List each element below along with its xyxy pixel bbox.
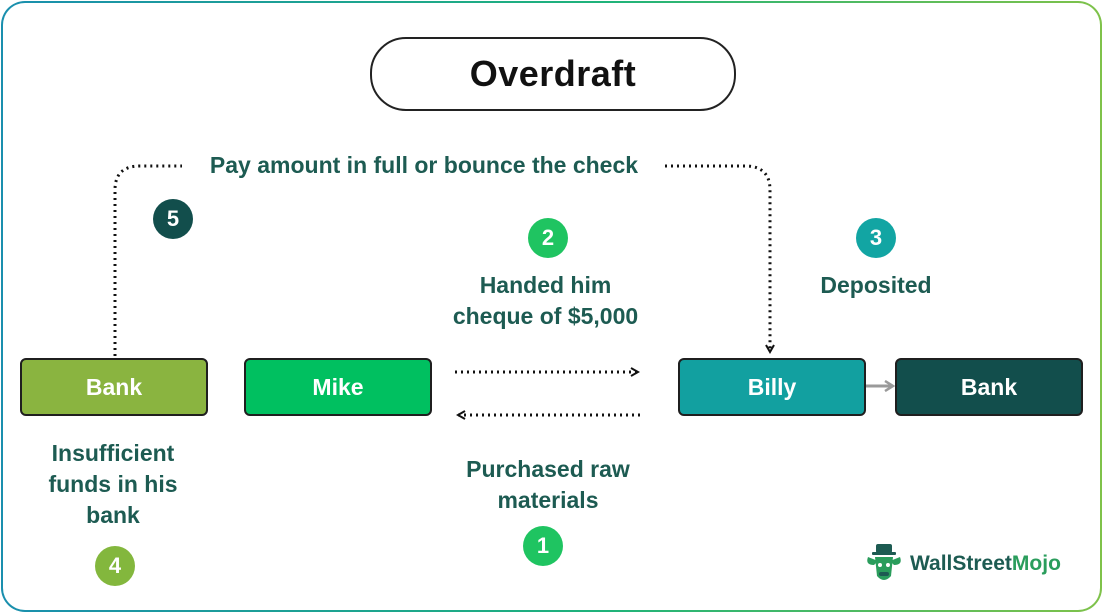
- deposited-label: Deposited: [820, 272, 932, 298]
- insufficient-label-line3: bank: [86, 502, 140, 528]
- bank-right-node: Bank: [895, 358, 1083, 416]
- step-5-badge: 5: [153, 199, 193, 239]
- logo-part2: Mojo: [1011, 552, 1061, 575]
- logo-wordmark: WallStreetMojo: [910, 552, 1061, 576]
- pay-loop-connector: [113, 164, 182, 356]
- purchased-label-line1: Purchased raw: [466, 456, 630, 482]
- billy-node: Billy: [678, 358, 866, 416]
- pay-full-label: Pay amount in full or bounce the check: [209, 152, 639, 178]
- handed-label-line2: cheque of $5,000: [452, 303, 639, 329]
- step-1-badge: 1: [523, 526, 563, 566]
- page-title: Overdraft: [370, 37, 736, 111]
- step-2-badge: 2: [528, 218, 568, 258]
- handed-label-line1: Handed him: [479, 272, 612, 298]
- pay-loop-connector-right: [665, 164, 770, 352]
- purchased-label-line2: materials: [497, 487, 599, 513]
- insufficient-label: Insufficient funds in his bank: [13, 438, 213, 531]
- step-3-badge: 3: [856, 218, 896, 258]
- insufficient-label-line1: Insufficient: [51, 440, 175, 466]
- wallstreetmojo-logo: WallStreetMojo: [864, 543, 1061, 585]
- purchased-label: Purchased raw materials: [430, 454, 666, 516]
- logo-part1: WallStreet: [910, 552, 1012, 575]
- bull-mascot-icon: [867, 544, 901, 580]
- insufficient-label-line2: funds in his: [48, 471, 178, 497]
- step-4-badge: 4: [95, 546, 135, 586]
- handed-label: Handed him cheque of $5,000: [423, 270, 668, 332]
- bank-left-node: Bank: [20, 358, 208, 416]
- mike-node: Mike: [244, 358, 432, 416]
